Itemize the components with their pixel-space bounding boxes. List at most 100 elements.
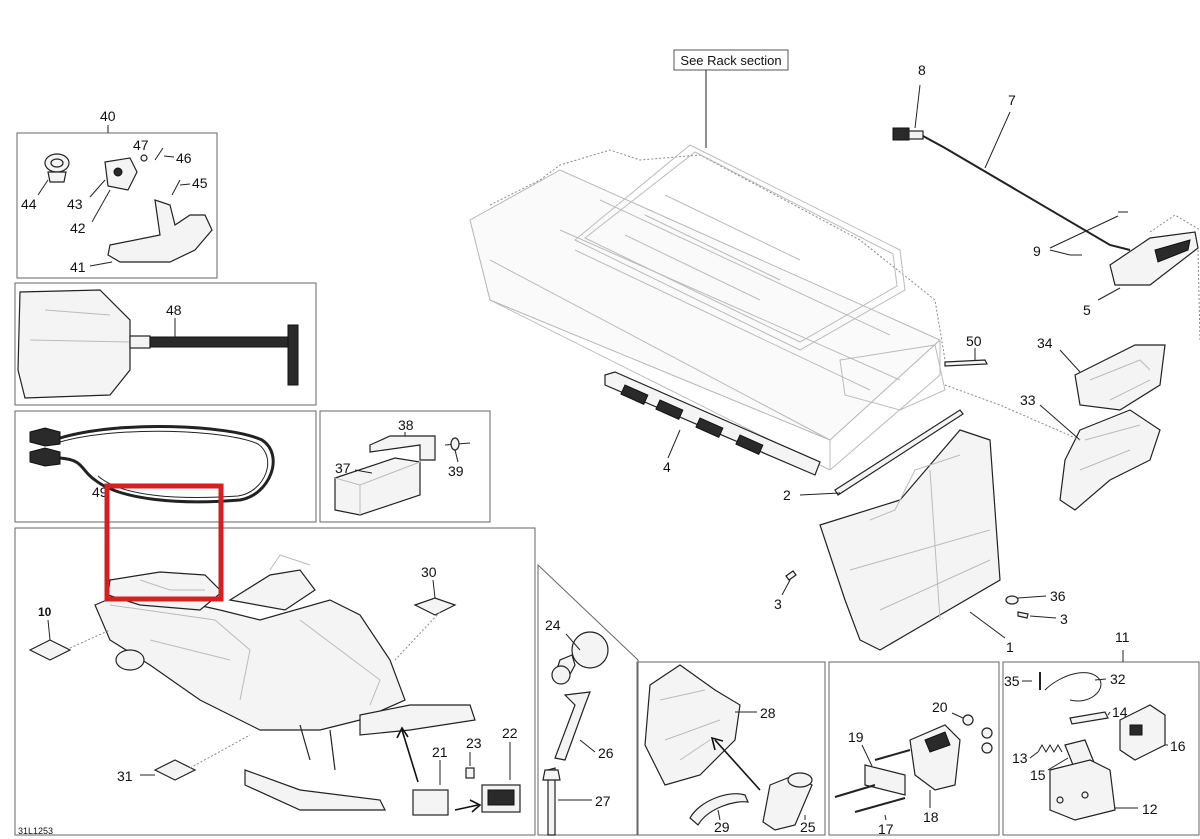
part-49-bungee-strap[interactable]: 49 [29, 425, 275, 504]
label-19: 19 [848, 729, 864, 745]
label-21: 21 [432, 744, 448, 760]
part-1-mud-flap[interactable]: 1 [819, 429, 1014, 655]
part-41-hitch-plate[interactable]: 41 [70, 199, 213, 275]
label-47: 47 [133, 137, 149, 153]
label-35: 35 [1004, 673, 1020, 689]
part-8-connector[interactable]: 8 [892, 62, 926, 141]
label-3-left: 3 [774, 596, 782, 612]
label-22: 22 [502, 725, 518, 741]
part-29-band[interactable]: 29 [689, 793, 749, 835]
part-13-spring[interactable]: 13 [1012, 743, 1063, 766]
part-31-decal[interactable]: 31 [117, 734, 251, 784]
part-39-fastener[interactable]: 39 [444, 437, 471, 479]
part-46-screw[interactable]: 46 [154, 147, 192, 166]
part-43-bracket[interactable]: 43 42 [67, 157, 138, 236]
label-33: 33 [1020, 392, 1036, 408]
label-40: 40 [100, 108, 116, 124]
box-11-lock: 11 35 32 14 16 13 [1002, 629, 1200, 836]
label-30: 30 [421, 564, 437, 580]
label-48: 48 [166, 302, 182, 318]
part-17-bolts[interactable]: 17 [834, 749, 911, 837]
part-45-bolt[interactable]: 45 [171, 175, 208, 196]
part-7-wire-harness[interactable]: 7 [922, 92, 1131, 251]
label-32: 32 [1110, 671, 1126, 687]
part-27-wrench[interactable]: 27 [542, 767, 611, 836]
label-10: 10 [38, 605, 52, 619]
part-4-side-rail[interactable]: 4 [604, 371, 821, 476]
part-38-bracket[interactable]: 38 [369, 417, 436, 461]
label-29: 29 [714, 819, 730, 835]
part-2-strip[interactable]: 2 [783, 409, 964, 503]
label-31: 31 [117, 768, 133, 784]
part-10-decal[interactable]: 10 [28, 605, 111, 661]
part-37-bag[interactable]: 37 [334, 457, 421, 516]
part-3-screw-left[interactable]: 3 [774, 570, 797, 612]
part-44-clamp[interactable]: 44 [21, 153, 70, 212]
label-38: 38 [398, 417, 414, 433]
label-44: 44 [21, 196, 37, 212]
part-21-plate[interactable]: 21 [412, 744, 449, 816]
part-26-spanner[interactable]: 26 [554, 691, 614, 761]
box-37-bag: 38 37 39 [319, 410, 491, 523]
label-26: 26 [598, 745, 614, 761]
part-18-hitch-bracket[interactable]: 18 [909, 724, 961, 825]
label-36: 36 [1050, 588, 1066, 604]
label-41: 41 [70, 259, 86, 275]
part-35-pin[interactable]: 35 [1004, 672, 1041, 690]
label-37: 37 [335, 460, 351, 476]
label-46: 46 [176, 150, 192, 166]
part-12-plate[interactable]: 12 [1049, 759, 1158, 821]
part-23-clip[interactable]: 23 [465, 735, 482, 779]
part-3-screw-right[interactable]: 3 [1017, 611, 1068, 627]
label-12: 12 [1142, 801, 1158, 817]
label-23: 23 [466, 735, 482, 751]
part-9-screws[interactable]: 9 [1033, 211, 1128, 259]
label-49: 49 [92, 484, 108, 500]
label-13: 13 [1012, 750, 1028, 766]
label-15: 15 [1030, 767, 1046, 783]
part-5-taillight[interactable]: 5 [1083, 214, 1200, 341]
part-16-block[interactable]: 16 [1119, 704, 1186, 761]
label-5: 5 [1083, 302, 1091, 318]
part-28-holder[interactable]: 28 [644, 664, 776, 786]
part-34-light-housing[interactable]: 34 [1037, 335, 1166, 411]
assembly-arrows [396, 726, 482, 813]
label-28: 28 [760, 705, 776, 721]
label-7: 7 [1008, 92, 1016, 108]
label-24: 24 [545, 617, 561, 633]
part-19-plate[interactable]: 19 [848, 729, 906, 796]
label-43: 43 [67, 196, 83, 212]
part-32-lanyard[interactable]: 32 [1044, 671, 1126, 702]
label-34: 34 [1037, 335, 1053, 351]
snowmobile-outline [94, 554, 476, 811]
part-36-washer[interactable]: 36 [1005, 588, 1066, 605]
drawing-id: 31L1253 [18, 826, 53, 836]
part-33-mount-bracket[interactable]: 33 [944, 384, 1161, 511]
label-4: 4 [663, 459, 671, 475]
rack-tunnel-ghost [469, 144, 946, 471]
part-20-nuts[interactable]: 20 [932, 699, 993, 754]
part-22-holder[interactable]: 22 [481, 725, 521, 813]
label-27: 27 [595, 793, 611, 809]
label-17: 17 [878, 821, 894, 837]
rack-section-callout[interactable]: See Rack section [673, 49, 789, 148]
part-24-suction-cup[interactable]: 24 [545, 617, 609, 685]
part-14-clip[interactable]: 14 [1069, 704, 1128, 725]
label-8: 8 [918, 62, 926, 78]
label-18: 18 [923, 809, 939, 825]
label-14: 14 [1112, 704, 1128, 720]
part-48-shovel[interactable]: 48 [17, 289, 299, 399]
part-30-decal[interactable]: 30 [394, 564, 457, 661]
box-28-bag: 28 29 25 [636, 661, 826, 836]
label-42: 42 [70, 220, 86, 236]
label-16: 16 [1170, 738, 1186, 754]
box-tools: 24 26 27 [537, 563, 639, 836]
box-40-hitch: 40 44 43 42 47 46 45 [16, 108, 218, 279]
label-2: 2 [783, 487, 791, 503]
part-25-canister[interactable]: 25 [710, 736, 816, 835]
part-47-nut[interactable]: 47 [133, 137, 149, 162]
label-25: 25 [800, 819, 816, 835]
part-50-rivet[interactable]: 50 [944, 333, 988, 367]
box-hitch-pin: 20 18 19 17 [828, 661, 1000, 837]
